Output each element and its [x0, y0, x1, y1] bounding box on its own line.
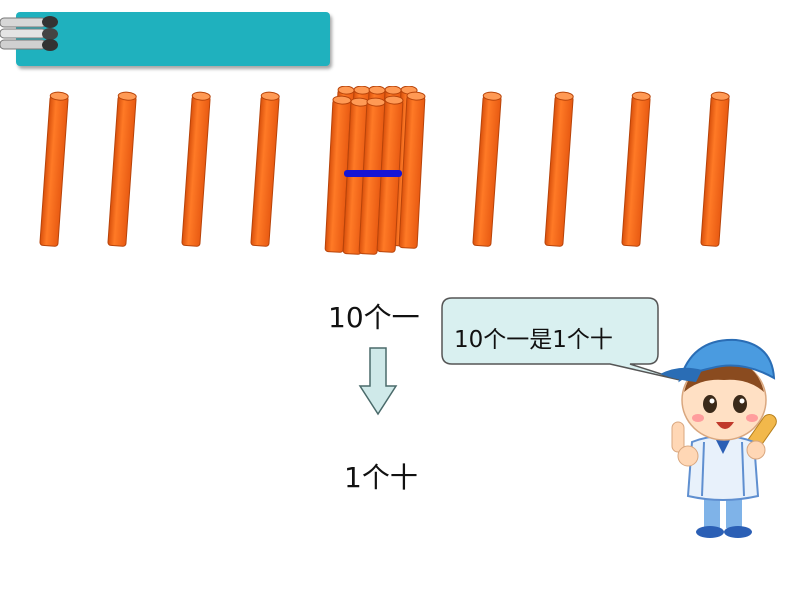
stick	[250, 91, 280, 247]
stick	[39, 91, 69, 247]
counting-sticks	[39, 86, 730, 255]
bundle-stick	[324, 95, 352, 253]
binder-clip-icon	[0, 16, 58, 51]
stick	[621, 91, 651, 247]
stick	[700, 91, 730, 247]
speech-bubble	[441, 297, 681, 381]
speech-text: 10个一是1个十	[454, 327, 613, 353]
down-arrow-icon	[358, 347, 398, 416]
stick	[107, 91, 137, 247]
stick	[544, 91, 574, 247]
ten-ones-label: 10个一	[328, 301, 420, 334]
stick	[472, 91, 502, 247]
one-ten-label: 1个十	[344, 461, 418, 494]
header-bar	[16, 12, 330, 66]
bundle-stick	[398, 91, 426, 249]
bundle-band	[344, 170, 402, 177]
boy-with-bat-illustration	[660, 338, 777, 538]
stick	[181, 91, 211, 247]
